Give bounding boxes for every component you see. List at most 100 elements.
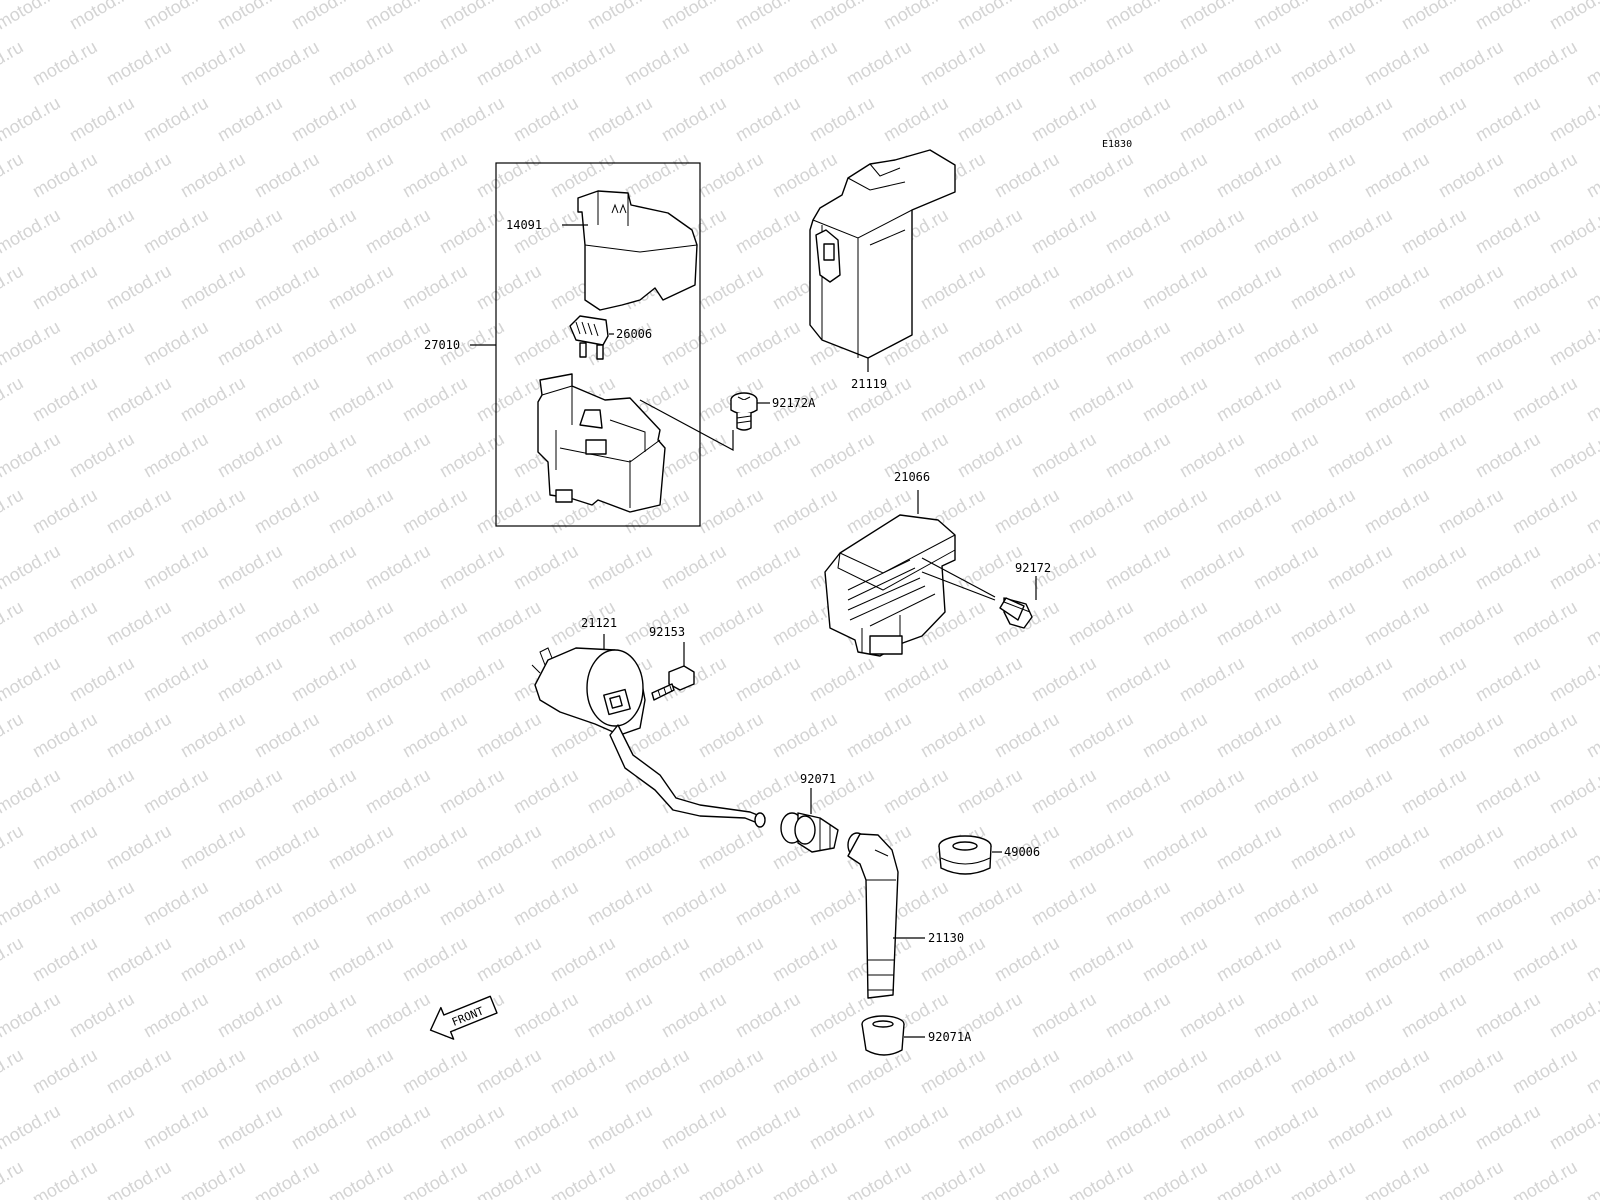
watermark-text: motod.ru <box>103 1157 175 1200</box>
label-92172[interactable]: 92172 <box>1015 561 1051 575</box>
watermark-text: motod.ru <box>1398 1101 1470 1154</box>
watermark-text: motod.ru <box>584 541 656 594</box>
label-49006[interactable]: 49006 <box>1004 845 1040 859</box>
watermark-text: motod.ru <box>954 93 1026 146</box>
cdi-unit-icon[interactable] <box>809 149 956 359</box>
watermark-text: motod.ru <box>1435 933 1507 986</box>
drawing-code: E1830 <box>1102 139 1132 150</box>
watermark-text: motod.ru <box>1472 541 1544 594</box>
watermark-text: motod.ru <box>1176 653 1248 706</box>
watermark-text: motod.ru <box>1287 933 1359 986</box>
watermark-text: motod.ru <box>103 149 175 202</box>
watermark-text: motod.ru <box>66 541 138 594</box>
blade-fuse-icon[interactable] <box>569 315 609 360</box>
label-92153[interactable]: 92153 <box>649 625 685 639</box>
watermark-text: motod.ru <box>658 989 730 1042</box>
watermark-text: motod.ru <box>954 205 1026 258</box>
starter-relay-assembly-icon[interactable] <box>537 373 666 513</box>
label-21130[interactable]: 21130 <box>928 931 964 945</box>
watermark-text: motod.ru <box>1287 373 1359 426</box>
watermark-text: motod.ru <box>1139 709 1211 762</box>
watermark-text: motod.ru <box>1361 485 1433 538</box>
regulator-rectifier-icon[interactable] <box>824 514 996 657</box>
watermark-text: motod.ru <box>251 597 323 650</box>
label-26006[interactable]: 26006 <box>616 327 652 341</box>
watermark-text: motod.ru <box>140 429 212 482</box>
watermark-text: motod.ru <box>140 765 212 818</box>
watermark-text: motod.ru <box>1250 0 1322 33</box>
watermark-text: motod.ru <box>1324 0 1396 33</box>
watermark-text: motod.ru <box>1546 653 1600 706</box>
watermark-text: motod.ru <box>1435 373 1507 426</box>
watermark-text: motod.ru <box>473 261 545 314</box>
watermark-text: motod.ru <box>547 933 619 986</box>
label-92071A[interactable]: 92071A <box>928 1030 972 1044</box>
plug-cap-icon[interactable] <box>847 832 899 999</box>
watermark-text: motod.ru <box>325 1157 397 1200</box>
relay-cover-icon[interactable] <box>577 190 698 311</box>
watermark-text: motod.ru <box>436 93 508 146</box>
watermark-text: motod.ru <box>288 877 360 930</box>
ignition-coil-icon[interactable] <box>531 647 646 736</box>
label-21119[interactable]: 21119 <box>851 377 887 391</box>
watermark-text: motod.ru <box>1065 821 1137 874</box>
watermark-text: motod.ru <box>362 1101 434 1154</box>
label-21121[interactable]: 21121 <box>581 616 617 630</box>
watermark-text: motod.ru <box>214 765 286 818</box>
screw-icon[interactable] <box>730 392 758 431</box>
watermark-text: motod.ru <box>1176 541 1248 594</box>
bolt-icon[interactable] <box>999 597 1033 629</box>
watermark-text: motod.ru <box>584 877 656 930</box>
watermark-text: motod.ru <box>29 485 101 538</box>
watermark-text: motod.ru <box>917 261 989 314</box>
watermark-text: motod.ru <box>621 149 693 202</box>
watermark-text: motod.ru <box>177 1045 249 1098</box>
watermark-text: motod.ru <box>103 933 175 986</box>
watermark-text: motod.ru <box>0 205 64 258</box>
watermark-text: motod.ru <box>214 93 286 146</box>
watermark-text: motod.ru <box>1361 821 1433 874</box>
watermark-text: motod.ru <box>732 1101 804 1154</box>
watermark-text: motod.ru <box>1583 597 1600 650</box>
label-27010[interactable]: 27010 <box>424 338 460 352</box>
watermark-text: motod.ru <box>1324 765 1396 818</box>
watermark-text: motod.ru <box>1435 1045 1507 1098</box>
watermark-text: motod.ru <box>103 821 175 874</box>
watermark-text: motod.ru <box>658 541 730 594</box>
watermark-text: motod.ru <box>1065 149 1137 202</box>
grommet-icon[interactable] <box>780 812 839 853</box>
watermark-text: motod.ru <box>1361 933 1433 986</box>
watermark-text: motod.ru <box>0 149 27 202</box>
watermark-text: motod.ru <box>288 541 360 594</box>
watermark-text: motod.ru <box>1361 1045 1433 1098</box>
bolt-icon[interactable] <box>651 665 695 701</box>
watermark-text: motod.ru <box>214 989 286 1042</box>
watermark-text: motod.ru <box>1546 317 1600 370</box>
label-14091[interactable]: 14091 <box>506 218 542 232</box>
watermark-text: motod.ru <box>1324 93 1396 146</box>
watermark-text: motod.ru <box>0 541 64 594</box>
watermark-text: motod.ru <box>1546 205 1600 258</box>
seal-icon[interactable] <box>861 1015 905 1056</box>
rubber-cap-icon[interactable] <box>938 835 992 875</box>
watermark-text: motod.ru <box>917 709 989 762</box>
watermark-text: motod.ru <box>1324 1101 1396 1154</box>
label-21066[interactable]: 21066 <box>894 470 930 484</box>
watermark-text: motod.ru <box>1213 821 1285 874</box>
watermark-text: motod.ru <box>621 933 693 986</box>
watermark-text: motod.ru <box>1583 37 1600 90</box>
watermark-text: motod.ru <box>325 933 397 986</box>
watermark-text: motod.ru <box>1546 93 1600 146</box>
watermark-text: motod.ru <box>769 933 841 986</box>
watermark-text: motod.ru <box>1546 541 1600 594</box>
watermark-text: motod.ru <box>547 1045 619 1098</box>
label-92071[interactable]: 92071 <box>800 772 836 786</box>
watermark-text: motod.ru <box>103 485 175 538</box>
watermark-text: motod.ru <box>399 821 471 874</box>
watermark-text: motod.ru <box>1028 1101 1100 1154</box>
watermark-text: motod.ru <box>1065 261 1137 314</box>
watermark-text: motod.ru <box>325 1045 397 1098</box>
watermark-text: motod.ru <box>1435 149 1507 202</box>
label-92172A[interactable]: 92172A <box>772 396 816 410</box>
watermark-text: motod.ru <box>880 1101 952 1154</box>
